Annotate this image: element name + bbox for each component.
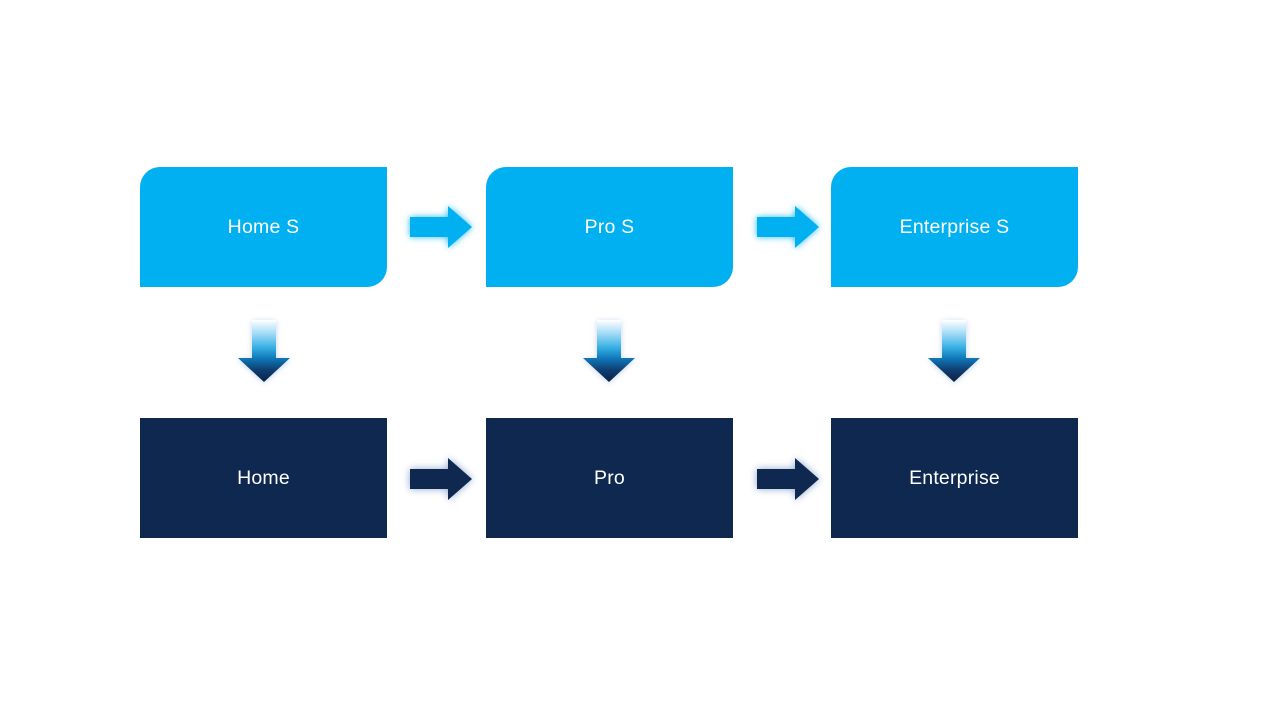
node-home: Home bbox=[140, 418, 387, 538]
node-label: Enterprise S bbox=[899, 215, 1010, 238]
right-arrow-icon bbox=[757, 206, 819, 248]
right-arrow-icon bbox=[410, 458, 472, 500]
node-enterprise-s: Enterprise S bbox=[831, 167, 1078, 287]
right-arrow-icon bbox=[410, 206, 472, 248]
down-arrow-icon bbox=[583, 320, 635, 382]
node-label: Home bbox=[237, 466, 290, 489]
node-label: Pro bbox=[594, 466, 625, 489]
node-label: Home S bbox=[227, 215, 300, 238]
down-arrow-icon bbox=[238, 320, 290, 382]
node-pro-s: Pro S bbox=[486, 167, 733, 287]
down-arrow-icon bbox=[928, 320, 980, 382]
right-arrow-icon bbox=[757, 458, 819, 500]
node-label: Pro S bbox=[584, 215, 635, 238]
node-label: Enterprise bbox=[909, 466, 1000, 489]
node-home-s: Home S bbox=[140, 167, 387, 287]
node-enterprise: Enterprise bbox=[831, 418, 1078, 538]
node-pro: Pro bbox=[486, 418, 733, 538]
